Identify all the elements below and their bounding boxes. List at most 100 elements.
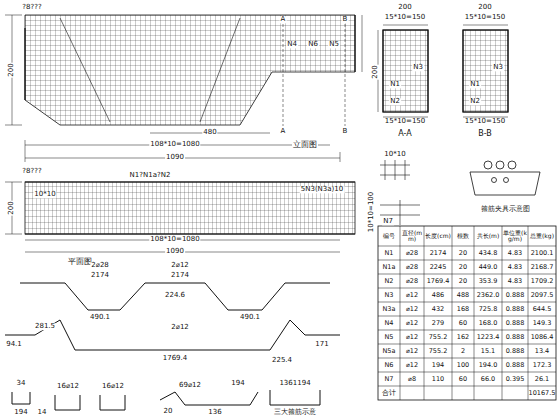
drawing-label: N2 <box>469 98 481 105</box>
drawing-label: N2 <box>389 98 401 105</box>
drawing-label: 10*10=100 <box>368 191 375 234</box>
table-cell: N1 <box>385 250 394 257</box>
drawing-label: 108*10=1080 <box>149 236 200 243</box>
table-cell: 20 <box>459 250 467 257</box>
table-cell: 168.0 <box>479 320 498 327</box>
drawing-label: N4 <box>286 41 298 48</box>
table-cell: 13.4 <box>535 348 549 355</box>
table-cell: 486 <box>432 292 444 299</box>
table-cell: 26.1 <box>535 376 549 383</box>
drawing-label: 34 <box>16 380 27 387</box>
table-cell: 162 <box>457 334 469 341</box>
drawing-label: N1 <box>469 81 481 88</box>
drawing-label: ?8??? <box>21 4 42 11</box>
table-cell: N3 <box>385 292 394 299</box>
table-cell: ⌀28 <box>406 278 418 285</box>
drawing-label: 5N3(N3a)10 <box>300 186 345 193</box>
drawing-label: 200 <box>372 64 379 79</box>
drawing-label: 2174 <box>170 272 190 279</box>
drawing-label: 2⌀12 <box>170 324 190 331</box>
drawing-label: 三大箍筋示意 <box>273 409 317 416</box>
drawing-label: 200 <box>8 62 15 77</box>
table-cell: N6 <box>385 362 394 369</box>
drawing-label: 15*10=150 <box>464 14 507 21</box>
drawing-label: 2⌀28 <box>90 262 110 269</box>
table-cell: 2174 <box>430 250 447 257</box>
table-cell: 0.888 <box>506 348 525 355</box>
drawing-label: B <box>342 128 349 135</box>
drawing-label: A-A <box>397 130 412 138</box>
table-cell: 725.8 <box>479 306 498 313</box>
table-header: 根数 <box>453 233 473 239</box>
drawing-label: 2⌀12 <box>170 262 190 269</box>
drawing-label: A <box>280 128 287 135</box>
table-cell: 1709.2 <box>531 278 554 285</box>
table-cell: 15.1 <box>481 348 495 355</box>
table-cell: 644.5 <box>533 306 552 313</box>
drawing-label: ?8??? <box>21 168 42 175</box>
drawing-label: N5 <box>328 41 340 48</box>
table-cell: 149.3 <box>533 320 552 327</box>
table-cell: 279 <box>432 320 444 327</box>
table-cell: 172.3 <box>533 362 552 369</box>
table-cell: 1769.4 <box>427 278 450 285</box>
table-cell: ⌀12 <box>406 320 418 327</box>
drawing-label: 箍筋夹具示意图 <box>480 206 531 213</box>
table-cell: ⌀12 <box>406 334 418 341</box>
table-cell: ⌀12 <box>406 292 418 299</box>
drawing-label: 136 <box>207 409 222 416</box>
drawing-label: 平面图 <box>67 258 93 266</box>
table-cell: 2168.7 <box>531 264 554 271</box>
drawing-label: 10*10 <box>383 151 406 158</box>
table-cell: ⌀28 <box>406 250 418 257</box>
drawing-label: 108*10=1080 <box>149 141 200 148</box>
drawing-label: 281.5 <box>34 323 56 330</box>
table-cell: N1a <box>383 264 396 271</box>
plan-mesh <box>25 182 355 234</box>
table-cell: 353.9 <box>479 278 498 285</box>
table-cell: 434.8 <box>479 250 498 257</box>
table-cell: 合计 <box>382 390 396 397</box>
table-cell: 0.888 <box>506 362 525 369</box>
drawing-label: 1090 <box>165 248 185 255</box>
table-cell: N5a <box>383 348 396 355</box>
drawing-label: 16⌀12 <box>101 383 125 390</box>
table-cell: 2362.0 <box>477 292 500 299</box>
table-cell: 0.888 <box>506 306 525 313</box>
table-cell: N4 <box>385 320 394 327</box>
table-cell: 20 <box>459 264 467 271</box>
elevation-mesh <box>25 15 355 125</box>
table-cell: 66.0 <box>481 376 495 383</box>
table-cell: 100 <box>457 362 469 369</box>
drawing-label: 16⌀12 <box>56 383 80 390</box>
drawing-label: 224.6 <box>164 292 186 299</box>
table-cell: 60 <box>459 376 467 383</box>
table-cell: 755.2 <box>429 348 448 355</box>
drawing-label: 194 <box>13 409 28 416</box>
table-cell: N7 <box>385 376 394 383</box>
drawing-label: 490.1 <box>89 314 111 321</box>
drawing-label: 200 <box>8 200 15 215</box>
table-cell: 0.395 <box>506 376 525 383</box>
table-cell: 0.888 <box>506 334 525 341</box>
table-cell: ⌀8 <box>408 376 416 383</box>
table-cell: ⌀12 <box>406 348 418 355</box>
drawing-label: 69⌀12 <box>178 382 202 389</box>
drawing-label: 490.1 <box>239 314 261 321</box>
table-cell: 2 <box>461 348 465 355</box>
table-cell: 1223.4 <box>477 334 500 341</box>
table-cell: N5 <box>385 334 394 341</box>
drawing-label: 194 <box>230 380 245 387</box>
drawing-label: N3 <box>412 64 424 71</box>
table-cell: 755.2 <box>429 334 448 341</box>
table-cell: 4.83 <box>508 250 522 257</box>
table-cell: 449.0 <box>479 264 498 271</box>
drawing-label: 15*10=150 <box>384 118 427 125</box>
table-cell: N3a <box>383 306 396 313</box>
drawing-label: 1090 <box>165 154 185 161</box>
drawing-label: A <box>280 16 287 23</box>
drawing-label: N6 <box>307 41 319 48</box>
table-header: 直径(mm) <box>401 230 423 242</box>
drawing-label: 94.1 <box>5 341 23 348</box>
drawing-label: 171 <box>314 341 329 348</box>
